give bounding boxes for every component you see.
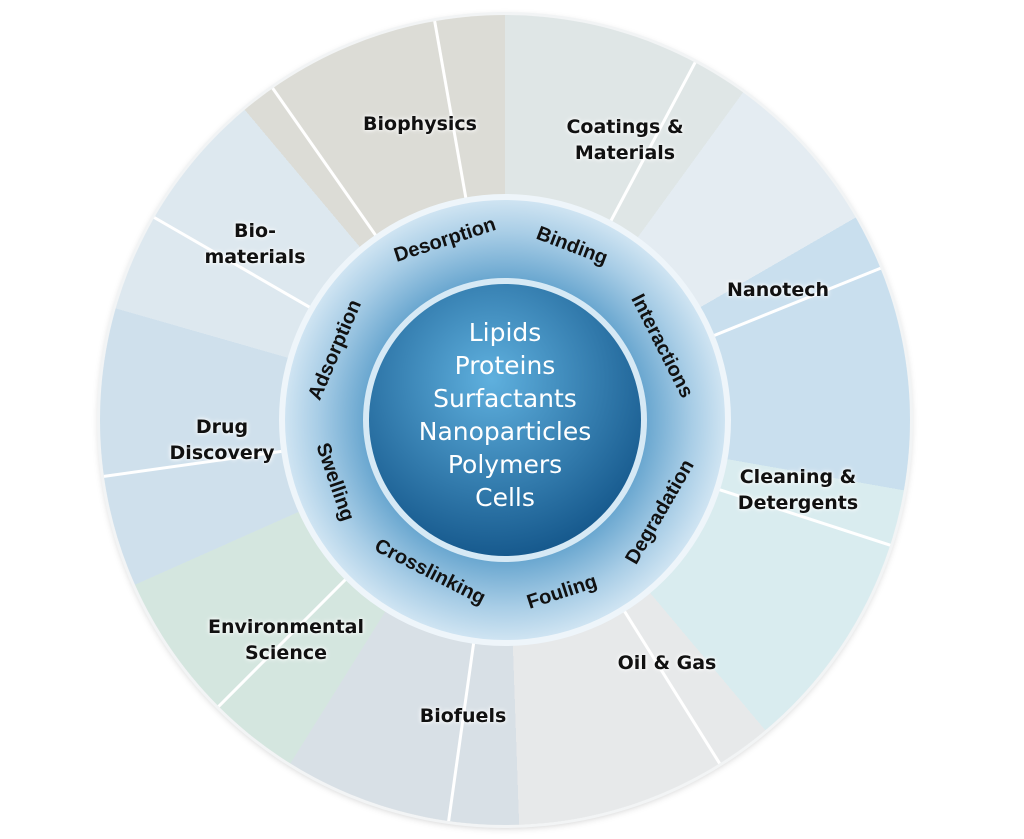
label-line: Biophysics <box>363 113 477 135</box>
substance-item: Nanoparticles <box>418 417 592 446</box>
sector-label-biomaterials: Bio-materials <box>204 218 305 270</box>
substance-item: Polymers <box>447 450 563 479</box>
substance-item: Cells <box>475 483 535 512</box>
substance-list: Lipids Proteins Surfactants Nanoparticle… <box>419 316 591 514</box>
sector-label-biofuels: Biofuels <box>420 703 507 729</box>
label-line: Discovery <box>169 442 275 464</box>
label-line: Drug <box>195 416 249 438</box>
label-line: Biofuels <box>419 705 507 727</box>
core-circle <box>369 284 641 556</box>
label-line: Cleaning & <box>739 466 857 488</box>
label-line: Bio- <box>234 220 276 242</box>
label-line: Coatings & <box>566 116 684 138</box>
sector-label-oil-gas: Oil & Gas <box>618 650 717 676</box>
sector-label-coatings: Coatings & Materials <box>566 114 683 166</box>
label-line: Materials <box>574 142 676 164</box>
label-line: Nanotech <box>726 279 830 301</box>
label-line: materials <box>204 246 306 268</box>
sector-label-biophysics: Biophysics <box>363 111 477 137</box>
label-line: Science <box>244 642 328 664</box>
substance-item: Proteins <box>454 351 556 380</box>
substance-item: Lipids <box>468 318 542 347</box>
label-line: Environmental <box>208 616 364 638</box>
label-line: Detergents <box>737 492 859 514</box>
sector-label-nanotech: Nanotech <box>727 277 829 303</box>
substance-item: Surfactants <box>433 384 577 413</box>
sector-label-cleaning: Cleaning & Detergents <box>738 464 858 516</box>
label-line: Oil & Gas <box>617 652 717 674</box>
